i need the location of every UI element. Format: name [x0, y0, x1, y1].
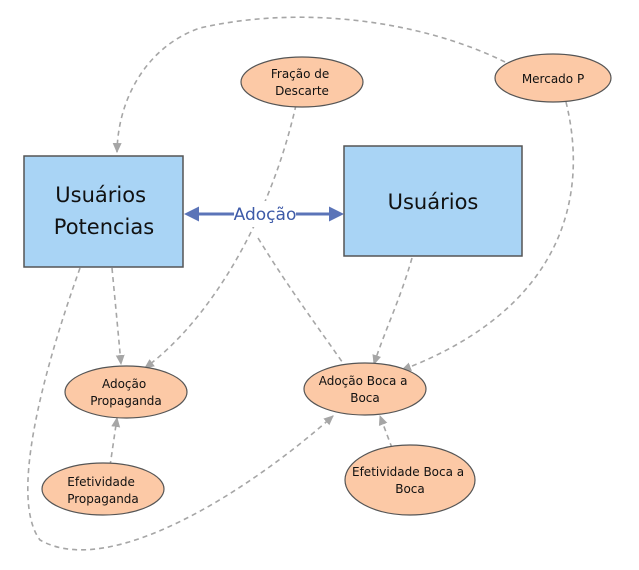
- aux-ellipse: [494, 53, 612, 103]
- causal-links: [27, 16, 575, 551]
- link-fracao-to-adocao-propaganda: [144, 104, 297, 369]
- stock-usuarios-potencias[interactable]: Usuários Potencias: [23, 155, 184, 268]
- aux-adocao-propaganda[interactable]: Adoção Propaganda: [64, 365, 188, 419]
- aux-adocao-boca[interactable]: Adoção Boca a Boca: [303, 362, 427, 416]
- aux-label: Adoção Boca a Boca: [319, 374, 412, 405]
- link-usuarios-to-adocao-boca: [372, 257, 413, 366]
- flow-label-bg: [234, 201, 296, 227]
- aux-label: Fração de Descarte: [271, 67, 333, 98]
- aux-ellipse: [240, 56, 364, 108]
- aux-label: Mercado P: [522, 72, 584, 86]
- link-fracao-to-adocao-boca: [257, 237, 346, 367]
- aux-label: Adoção Propaganda: [90, 377, 162, 408]
- aux-mercado-p[interactable]: Mercado P: [494, 53, 612, 103]
- aux-ellipse: [344, 444, 476, 516]
- link-efetividade-boca-to-adocao-boca: [378, 414, 393, 449]
- aux-fracao-descarte[interactable]: Fração de Descarte: [240, 56, 364, 108]
- aux-efetividade-boca[interactable]: Efetividade Boca a Boca: [344, 444, 476, 516]
- flow-adocao[interactable]: Adoção: [184, 201, 344, 227]
- aux-ellipse: [303, 362, 427, 416]
- stock-usuarios[interactable]: Usuários: [343, 145, 523, 257]
- flow-label: Adoção: [234, 205, 297, 225]
- aux-label: Efetividade Propaganda: [67, 475, 139, 506]
- aux-ellipse: [64, 365, 188, 419]
- link-mercado-to-adocao-boca: [400, 101, 575, 372]
- aux-ellipse: [41, 462, 165, 516]
- link-usuarios-potencias-to-adocao-propaganda: [111, 267, 125, 366]
- aux-label: Efetividade Boca a Boca: [352, 465, 468, 496]
- link-efetividade-propaganda-to-adocao-propaganda: [109, 416, 121, 467]
- stock-box: [343, 145, 523, 257]
- stock-label: Usuários Potencias: [54, 183, 154, 239]
- aux-efetividade-propaganda[interactable]: Efetividade Propaganda: [41, 462, 165, 516]
- stock-box: [23, 155, 184, 268]
- link-mercado-to-usuarios-potencias: [112, 16, 506, 154]
- stock-label: Usuários: [388, 190, 479, 214]
- link-usuarios-potencias-to-adocao-boca: [27, 267, 334, 551]
